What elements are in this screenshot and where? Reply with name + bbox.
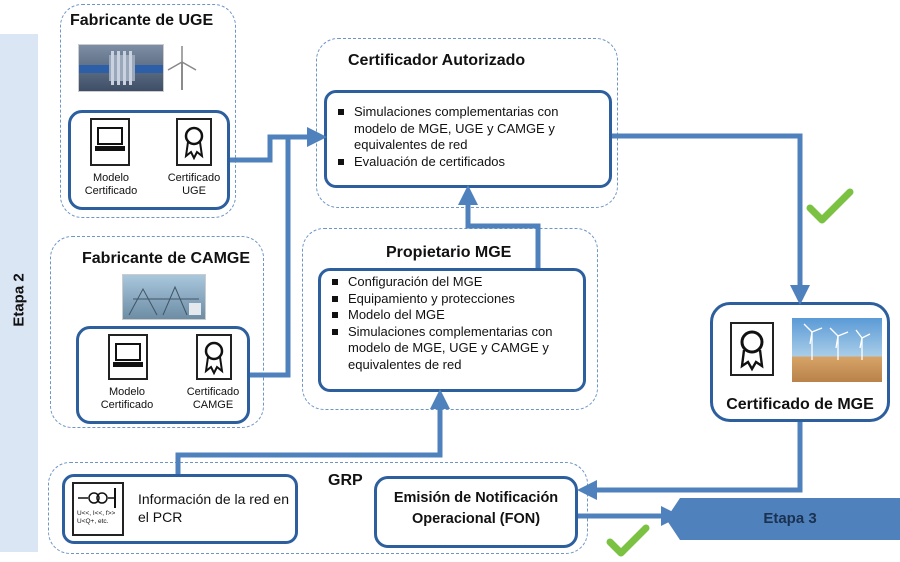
uge-doc2-caption: Certificado UGE [167,172,221,197]
breaker-icon: U<<, I<<, f>> U<Q+, etc. [72,482,124,536]
certificate-icon [176,118,212,166]
camge-doc1-caption: Modelo Certificado [100,386,154,411]
grp-container [48,462,588,554]
arrow-certificador-to-mge [612,133,810,305]
certificador-item: Simulaciones complementarias con modelo … [332,104,604,154]
fabricante-camge-title: Fabricante de CAMGE [82,250,251,267]
propietario-list: Configuración del MGE Equipamiento y pro… [326,274,580,373]
wind-turbine-icon [167,46,197,90]
fabricante-uge-title: Fabricante de UGE [70,12,214,29]
substation-photo [122,274,206,320]
fabricante-camge-container [50,236,264,428]
arrow-info-to-propietario [175,389,450,474]
laptop-icon [90,118,130,166]
stage-band-left [0,34,38,552]
info-red-text: Información de la red en el PCR [138,491,289,525]
uge-doc1-caption: Modelo Certificado [84,172,138,197]
arrow-camge-to-certificador [250,137,291,378]
turbine-photo [78,44,164,92]
etapa-3-label: Etapa 3 [763,510,817,527]
certificador-box [324,90,612,188]
laptop-icon [108,334,148,380]
fon-box [374,476,578,548]
arrow-uge-to-certificador [230,127,327,163]
wind-farm-photo [792,318,882,382]
propietario-item: Configuración del MGE [326,274,580,291]
camge-doc2-caption: Certificado CAMGE [186,386,240,411]
propietario-title: Propietario MGE [386,244,512,261]
arrow-mge-to-fon [577,422,803,500]
arrow-propietario-to-certificador [458,185,541,268]
etapa-3-band [666,498,900,540]
certificado-mge-title: Certificado de MGE [726,396,874,413]
certificador-item: Evaluación de certificados [332,154,604,171]
certificador-list: Simulaciones complementarias con modelo … [332,104,604,170]
fon-text: Emisión de Notificación Operacional (FON… [393,490,559,527]
propietario-item: Equipamiento y protecciones [326,291,580,308]
certificate-icon [196,334,232,380]
fabricante-uge-container [60,4,236,218]
propietario-box [318,268,586,392]
propietario-container [302,228,598,410]
propietario-item: Modelo del MGE [326,307,580,324]
breaker-icon-text: U<Q+, etc. [77,518,109,525]
grp-title: GRP [328,472,363,489]
checkmark-icon [806,188,854,224]
certificate-icon [730,322,774,376]
checkmark-icon [606,524,650,557]
breaker-icon-text: U<<, I<<, f>> [77,510,116,517]
certificador-title: Certificador Autorizado [348,52,526,69]
propietario-item: Simulaciones complementarias con modelo … [326,324,580,374]
